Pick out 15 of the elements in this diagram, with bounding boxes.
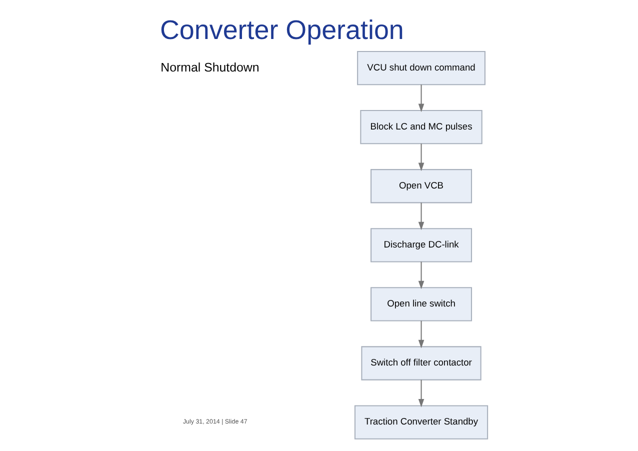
arrow [418,379,424,407]
node-box: Traction Converter Standby [354,404,488,439]
node-box: Block LC and MC pulses [360,110,482,144]
arrow [418,143,424,171]
arrow [418,202,424,230]
label: Normal Shutdown [160,60,259,74]
arrow [418,261,424,289]
node-box: VCU shut down command [356,50,485,85]
arrow [418,320,424,348]
node-box: Discharge DC-link [370,228,472,262]
node-box: Open line switch [370,286,472,321]
arrow [418,84,424,112]
node-box: Switch off filter contactor [360,346,481,380]
node-box: Open VCB [370,168,472,203]
diagram-title: Converter Operation [159,14,404,44]
